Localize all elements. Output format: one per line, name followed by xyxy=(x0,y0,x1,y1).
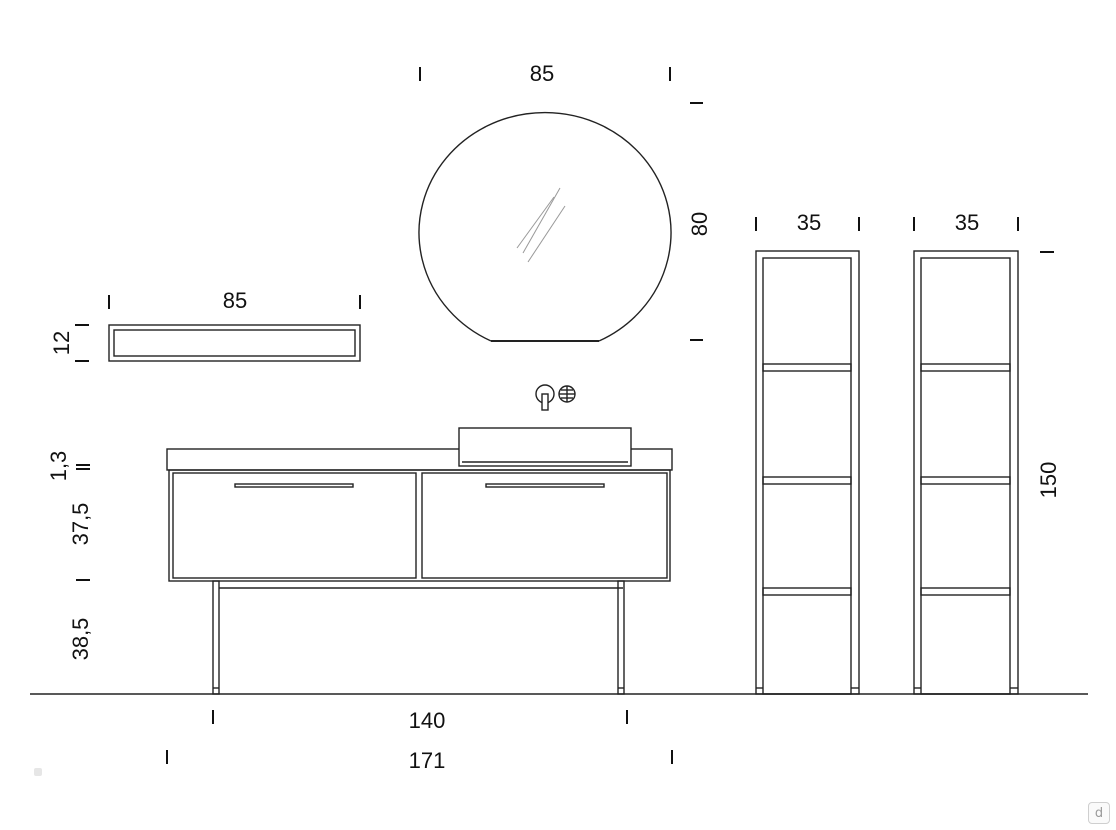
dimension-ticks xyxy=(75,67,1054,764)
total-width-label: 171 xyxy=(409,748,446,773)
small-mark-icon xyxy=(34,768,42,776)
shelf-height-label: 12 xyxy=(49,331,74,355)
drawer-height-label: 37,5 xyxy=(68,503,93,546)
legs-span-label: 140 xyxy=(409,708,446,733)
wall-faucet-icon xyxy=(535,384,576,411)
shelf-width-label: 85 xyxy=(223,288,247,313)
wall-shelf xyxy=(108,324,361,362)
vanity-unit xyxy=(166,427,673,695)
ladder-height-label: 150 xyxy=(1036,462,1061,499)
ladder1-width-label: 35 xyxy=(797,210,821,235)
round-mirror xyxy=(418,111,672,342)
ladder-shelf-2 xyxy=(913,250,1019,695)
top-thickness-label: 1,3 xyxy=(46,451,71,482)
brand-logo-icon: d xyxy=(1088,802,1110,824)
ladder2-width-label: 35 xyxy=(955,210,979,235)
leg-height-label: 38,5 xyxy=(68,618,93,661)
mirror-width-label: 85 xyxy=(530,61,554,86)
ladder-shelf-1 xyxy=(755,250,860,695)
mirror-height-label: 80 xyxy=(687,212,712,236)
